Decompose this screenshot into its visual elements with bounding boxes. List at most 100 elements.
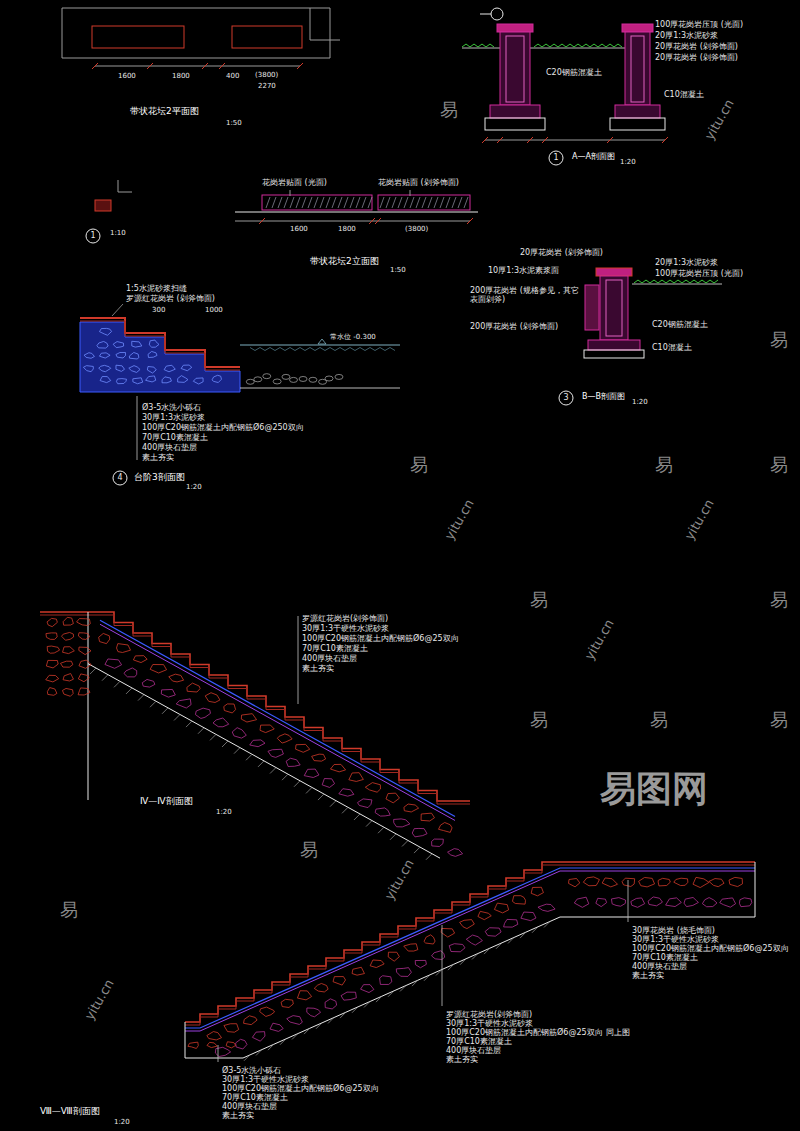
ground-hatch — [472, 953, 478, 959]
annotation-text: (3800) — [405, 225, 428, 233]
hatch-line — [392, 197, 396, 208]
rubble-stone — [325, 999, 337, 1009]
ground-hatch — [234, 748, 240, 754]
dimension-tick — [542, 137, 548, 143]
annotation-text: 罗源红花岗岩 (剁斧饰面) — [126, 294, 215, 303]
pebble — [309, 377, 317, 382]
rubble-stone — [639, 877, 655, 886]
rubble-stone — [149, 340, 159, 347]
watermark: 易 — [530, 710, 548, 731]
rubble-stone — [277, 734, 292, 743]
rubble-stone — [46, 675, 59, 682]
ground-hatch — [366, 821, 372, 827]
ground-hatch — [460, 959, 466, 965]
rubble-stone — [380, 976, 392, 985]
rubble-stone — [79, 647, 91, 654]
ground-hatch — [340, 1012, 346, 1018]
footing-c10 — [485, 118, 545, 130]
rubble-stone — [133, 656, 147, 663]
rubble-stone — [147, 367, 156, 374]
watermark: 易 — [770, 330, 788, 351]
title-marker — [549, 151, 563, 165]
rubble-stone — [226, 1042, 236, 1048]
hatch-line — [428, 197, 432, 208]
ground-line — [462, 48, 640, 49]
pillar — [500, 32, 530, 105]
hatch-line — [368, 197, 372, 208]
facing-panel — [262, 195, 372, 210]
plan-outline — [310, 8, 340, 40]
leader-line — [137, 396, 138, 460]
rubble-stone — [512, 896, 525, 904]
drawing-title: 带状花坛2平面图 — [130, 106, 199, 116]
rubble-stone — [357, 799, 371, 808]
watermark: 易图网 — [600, 768, 708, 809]
watermark: 易 — [410, 455, 428, 476]
hatch-line — [278, 197, 282, 208]
leader-line — [218, 1045, 219, 1062]
ground-hatch — [402, 840, 408, 846]
rubble-stone — [341, 992, 356, 1000]
annotation-text: 1600 — [118, 72, 136, 80]
pebble — [325, 376, 333, 381]
rubble-stone — [132, 341, 142, 347]
annotation-text: 100厚花岗岩压顶 (光面) — [655, 269, 743, 278]
annotation-text: 30厚花岗岩 (烧毛饰面) — [632, 926, 715, 935]
pebble — [254, 377, 262, 382]
rubble-stone — [250, 740, 265, 747]
rubble-stone — [602, 878, 617, 887]
annotation-text: 20厚1:3水泥砂浆 — [655, 31, 718, 40]
grass-line — [462, 44, 494, 47]
ground-hatch — [436, 969, 442, 975]
pebble — [246, 379, 254, 384]
rubble-stone — [205, 693, 220, 703]
rubble-stone — [100, 376, 111, 382]
rubble-stone — [178, 376, 188, 383]
rubble-stone — [466, 935, 482, 945]
rubble-stone — [404, 944, 418, 951]
rubble-stone — [99, 328, 111, 335]
water-level-mark — [318, 339, 326, 344]
rubble-stone — [63, 617, 73, 625]
annotation-text: 素土夯实 — [142, 453, 174, 462]
annotation-text: 1:20 — [114, 1118, 130, 1126]
rubble-stone — [424, 935, 435, 944]
ground-hatch — [304, 1028, 310, 1034]
dimension-tick — [92, 63, 98, 69]
rubble-stone — [394, 819, 410, 827]
rubble-stone — [124, 668, 137, 677]
ground-hatch — [330, 801, 336, 807]
rubble-stone — [78, 633, 89, 640]
rubble-stone — [99, 353, 110, 358]
annotation-text: 400厚块石垫层 — [142, 443, 197, 452]
drawing-title: Ⅷ—Ⅷ剖面图 — [40, 1106, 100, 1116]
annotation-text: 400厚块石垫层 — [632, 962, 687, 971]
rubble-stone — [161, 689, 175, 697]
annotation-text: 100厚C20钢筋混凝土内配钢筋Ø6@25双向 — [302, 634, 459, 643]
ground-line — [632, 284, 722, 285]
rubble-stone — [339, 789, 354, 796]
ground-hatch — [174, 714, 180, 720]
rubble-stone — [460, 920, 475, 929]
rubble-stone — [370, 960, 384, 968]
annotation-text: 100厚花岗岩压顶 (光面) — [655, 20, 743, 29]
hatch-line — [290, 197, 294, 208]
rubble-stone — [286, 758, 300, 766]
planter-outline — [92, 26, 184, 48]
rubble-stone — [164, 365, 175, 372]
rubble-stone — [116, 365, 125, 371]
hatch-line — [380, 197, 384, 208]
dimension-tick — [375, 218, 381, 224]
rubble-stone — [260, 1007, 275, 1016]
pebble — [282, 374, 290, 379]
rubble-stone — [129, 366, 140, 373]
annotation-text: 1600 — [290, 225, 308, 233]
pillar-core — [506, 36, 524, 102]
rubble-stone — [116, 379, 126, 384]
hatch-line — [266, 197, 270, 208]
grass-line — [534, 44, 622, 47]
rubble-stone — [709, 879, 724, 887]
rubble-stone — [169, 674, 184, 682]
annotation-text: 1 — [90, 231, 95, 240]
